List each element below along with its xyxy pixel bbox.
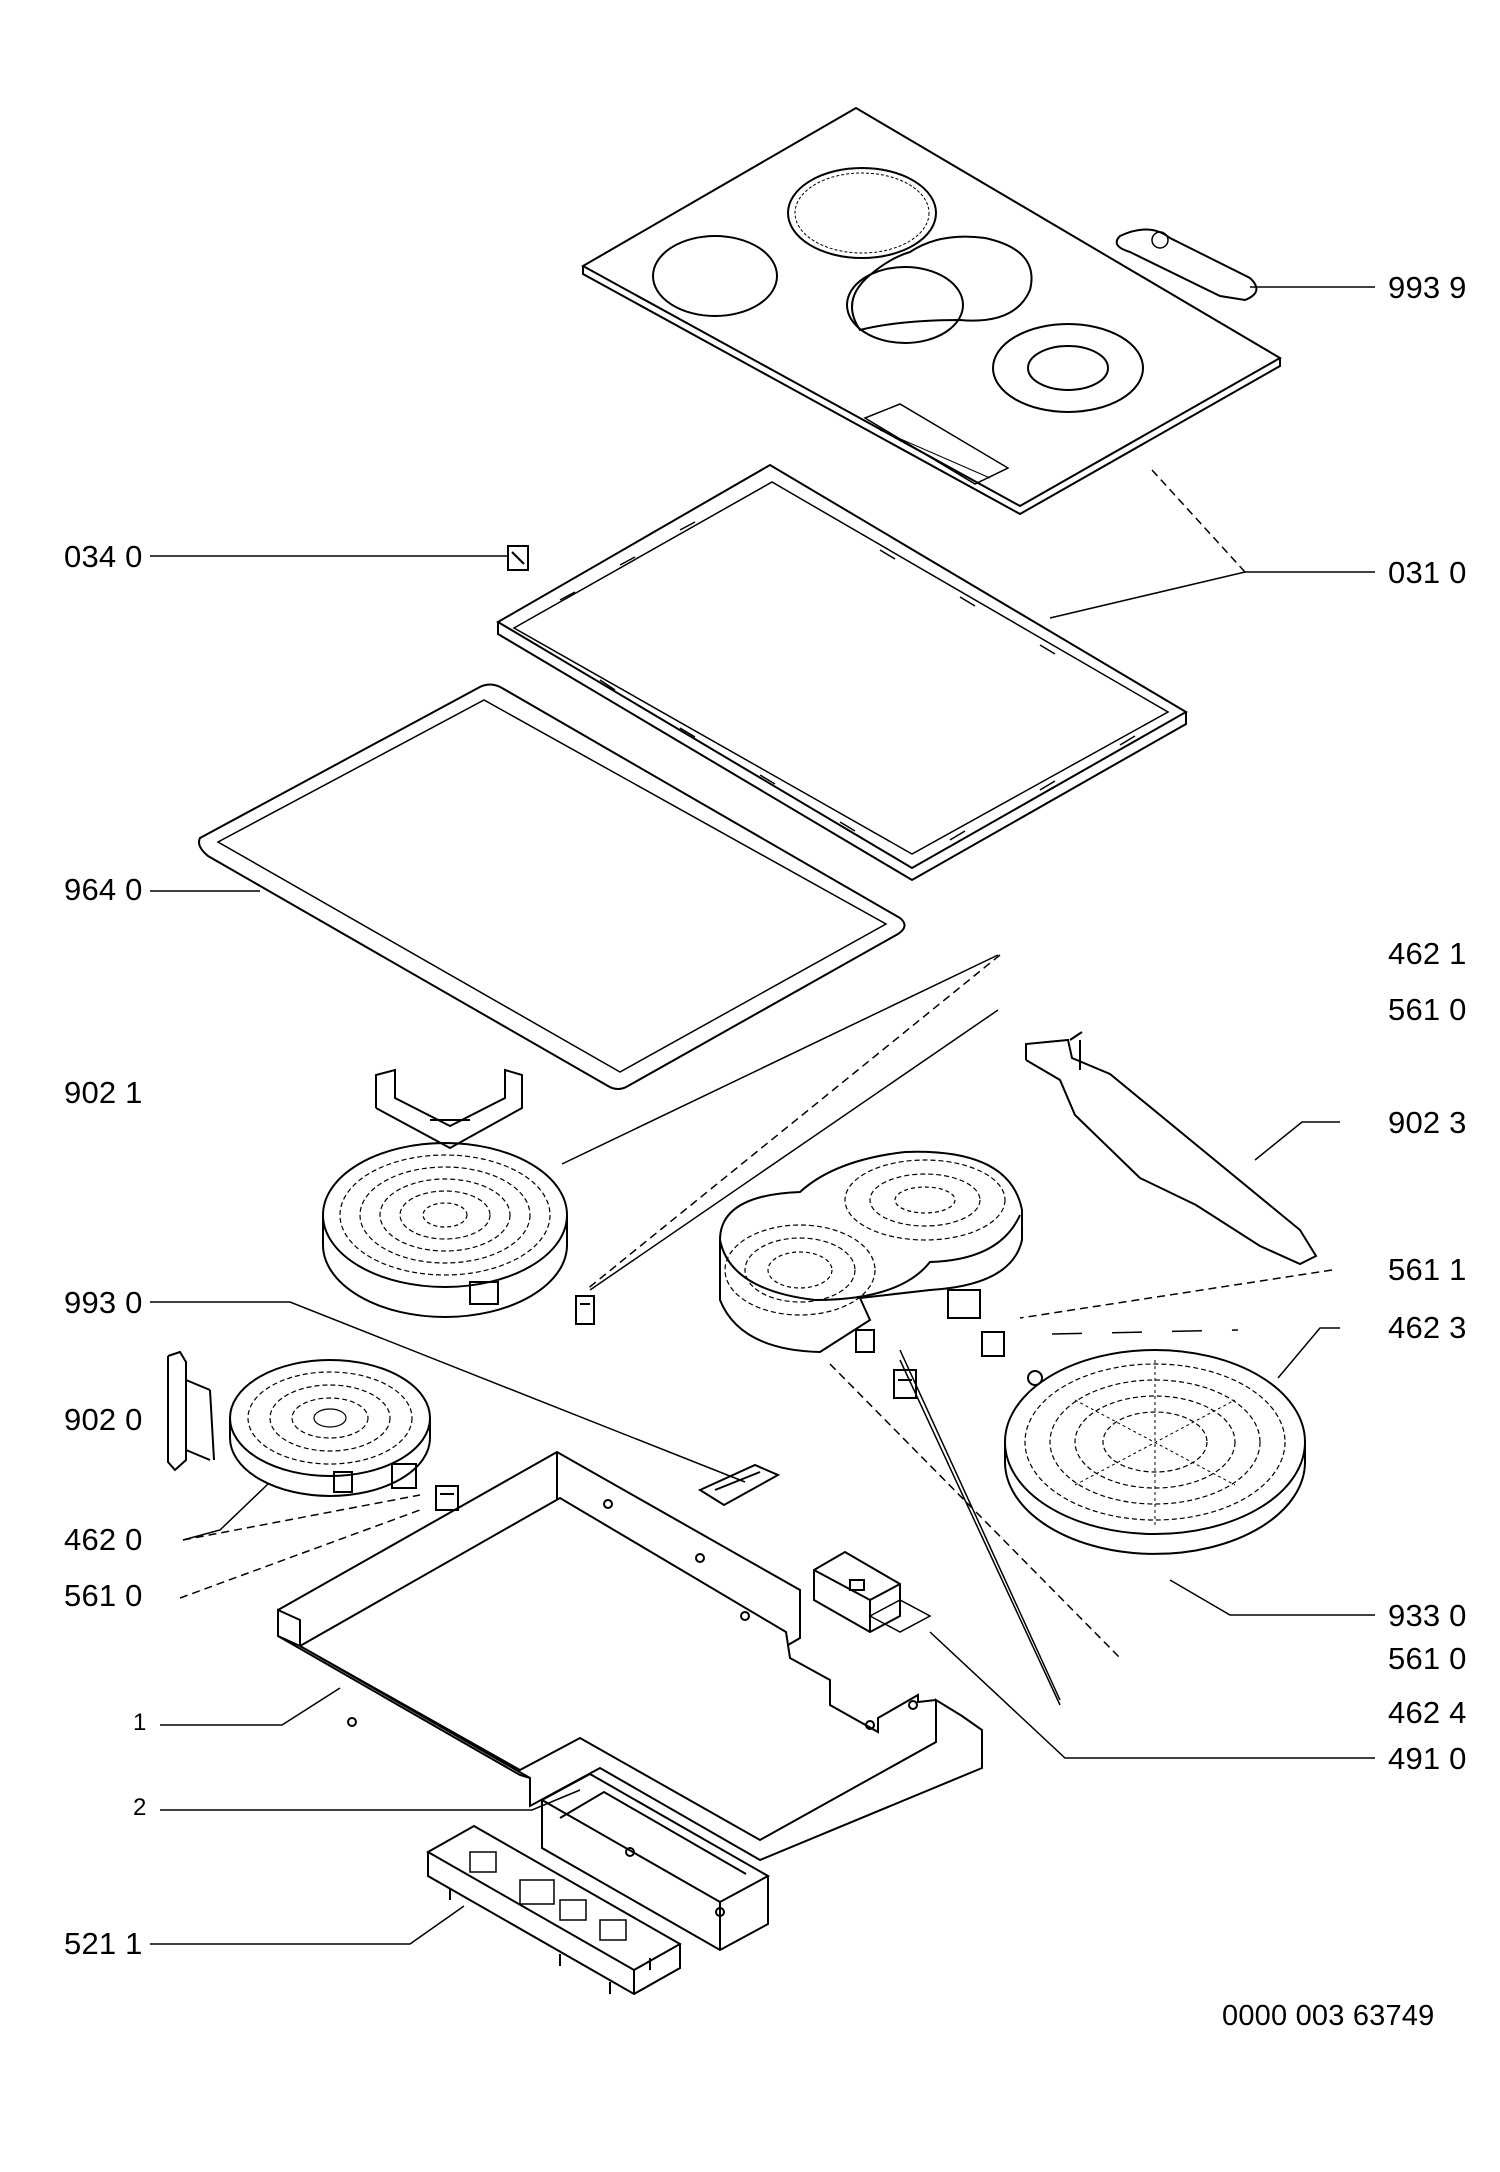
electronics-tray xyxy=(539,1772,771,1952)
label-031-0: 031 0 xyxy=(1388,555,1467,590)
heater-bracket-right xyxy=(1025,1031,1318,1266)
relay-module xyxy=(813,1550,932,1634)
radiant-heater-small-left xyxy=(229,1359,431,1497)
label-034-0: 034 0 xyxy=(64,539,143,574)
label-561-0-a: 561 0 xyxy=(1388,992,1467,1027)
cooktop-frame xyxy=(496,463,1188,882)
label-933-0: 933 0 xyxy=(1388,1598,1467,1633)
temperature-limiter-a xyxy=(575,1295,595,1325)
temperature-limiter-c xyxy=(981,1331,1005,1357)
label-561-1: 561 1 xyxy=(1388,1252,1467,1287)
temperature-limiter-b xyxy=(893,1369,917,1399)
radiant-heater-dual-oval xyxy=(719,1150,1023,1354)
leader-lines xyxy=(150,286,1375,1945)
spring-clip xyxy=(697,1463,781,1507)
glass-cooktop-panel xyxy=(580,106,1282,516)
label-462-3: 462 3 xyxy=(1388,1310,1467,1345)
label-2: 2 xyxy=(133,1794,147,1821)
label-462-1: 462 1 xyxy=(1388,936,1467,971)
control-electronic-module xyxy=(425,1824,683,1996)
label-993-0: 993 0 xyxy=(64,1285,143,1320)
radiant-heater-large-left xyxy=(322,1142,568,1318)
heater-bracket-left xyxy=(375,1068,523,1150)
gasket-seal xyxy=(198,683,906,1090)
temperature-limiter-d xyxy=(435,1485,459,1511)
label-964-0: 964 0 xyxy=(64,872,143,907)
bottom-housing-tray xyxy=(277,1450,983,1862)
label-462-4: 462 4 xyxy=(1388,1695,1467,1730)
label-902-3: 902 3 xyxy=(1388,1105,1467,1140)
label-491-0: 491 0 xyxy=(1388,1741,1467,1776)
label-1: 1 xyxy=(133,1709,147,1736)
label-561-0-c: 561 0 xyxy=(64,1578,143,1613)
label-462-0: 462 0 xyxy=(64,1522,143,1557)
radiant-heater-right xyxy=(1004,1349,1306,1555)
heater-bracket-small xyxy=(167,1350,215,1472)
terminal-clip xyxy=(1027,1370,1043,1386)
label-902-0: 902 0 xyxy=(64,1402,143,1437)
label-993-9: 993 9 xyxy=(1388,270,1467,305)
label-521-1: 521 1 xyxy=(64,1926,143,1961)
label-902-1: 902 1 xyxy=(64,1075,143,1110)
label-561-0-b: 561 0 xyxy=(1388,1641,1467,1676)
frame-clip xyxy=(507,545,529,571)
drawing-number: 0000 003 63749 xyxy=(1222,2000,1435,2032)
